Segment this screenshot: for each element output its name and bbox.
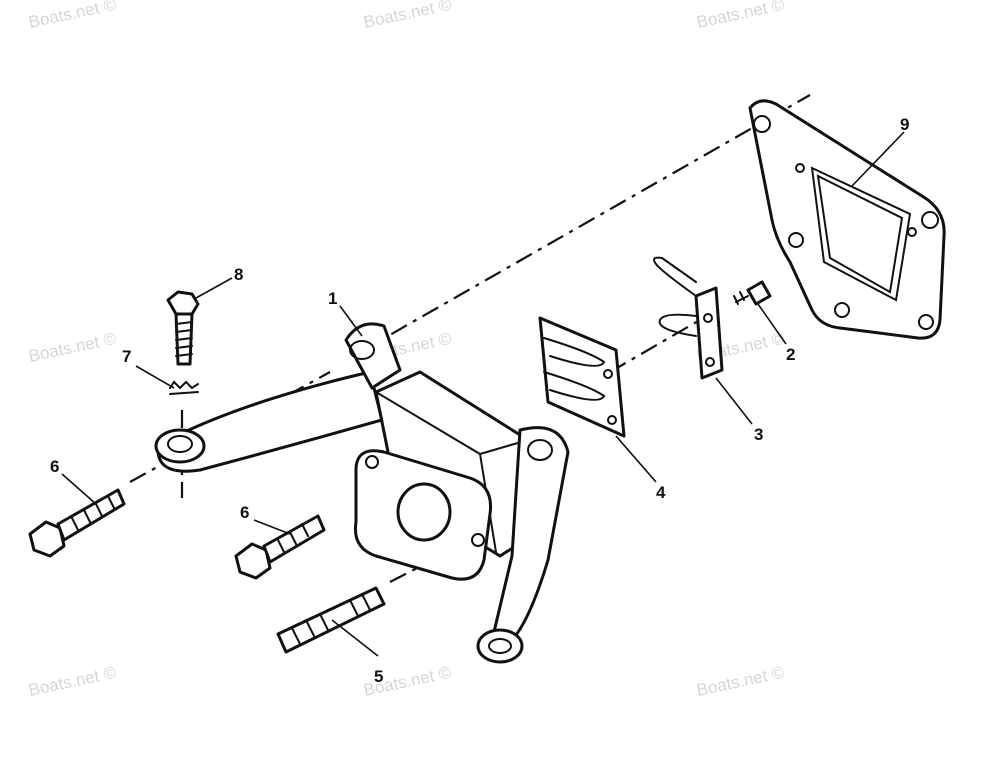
watermark: Boats.net © — [695, 0, 787, 32]
leader-5 — [331, 619, 379, 657]
callout-3: 3 — [754, 425, 763, 444]
callout-4: 4 — [656, 483, 666, 502]
watermark: Boats.net © — [362, 0, 454, 32]
leader-3 — [715, 377, 753, 425]
callout-7: 7 — [122, 347, 131, 366]
reed-plate-part-4 — [538, 316, 626, 438]
alignment-line-gasket — [609, 319, 701, 373]
callout-5: 5 — [374, 667, 383, 686]
watermark: Boats.net © — [27, 663, 119, 700]
housing-part-1 — [154, 322, 570, 664]
leader-7 — [135, 365, 175, 389]
stud-part-5 — [276, 586, 386, 654]
callout-2: 2 — [786, 345, 795, 364]
bolt-part-6-middle — [234, 514, 326, 580]
callouts: 1 2 3 4 5 6 6 7 8 9 — [50, 115, 909, 686]
leader-6a — [61, 473, 97, 505]
callout-6b: 6 — [240, 503, 249, 522]
watermark: Boats.net © — [695, 663, 787, 700]
watermark: Boats.net © — [27, 329, 119, 366]
watermarks: Boats.net © Boats.net © Boats.net © Boat… — [27, 0, 787, 700]
leader-1 — [339, 305, 363, 337]
lock-washer-part-7 — [169, 380, 199, 395]
watermark: Boats.net © — [27, 0, 119, 32]
leader-lines — [61, 131, 905, 657]
screw-part-2 — [733, 280, 772, 306]
leader-8 — [195, 277, 233, 299]
bracket-part-3 — [653, 256, 724, 380]
alignment-line-main — [359, 94, 811, 353]
leader-6b — [253, 519, 291, 535]
leader-2 — [757, 303, 787, 345]
leader-9 — [851, 131, 905, 187]
callout-6a: 6 — [50, 457, 59, 476]
bolt-part-6-left — [28, 488, 126, 558]
callout-8: 8 — [234, 265, 243, 284]
callout-1: 1 — [328, 289, 337, 308]
bolt-part-8 — [166, 290, 200, 366]
callout-9: 9 — [900, 115, 909, 134]
gasket-part-9 — [748, 99, 946, 340]
leader-4 — [615, 435, 657, 483]
